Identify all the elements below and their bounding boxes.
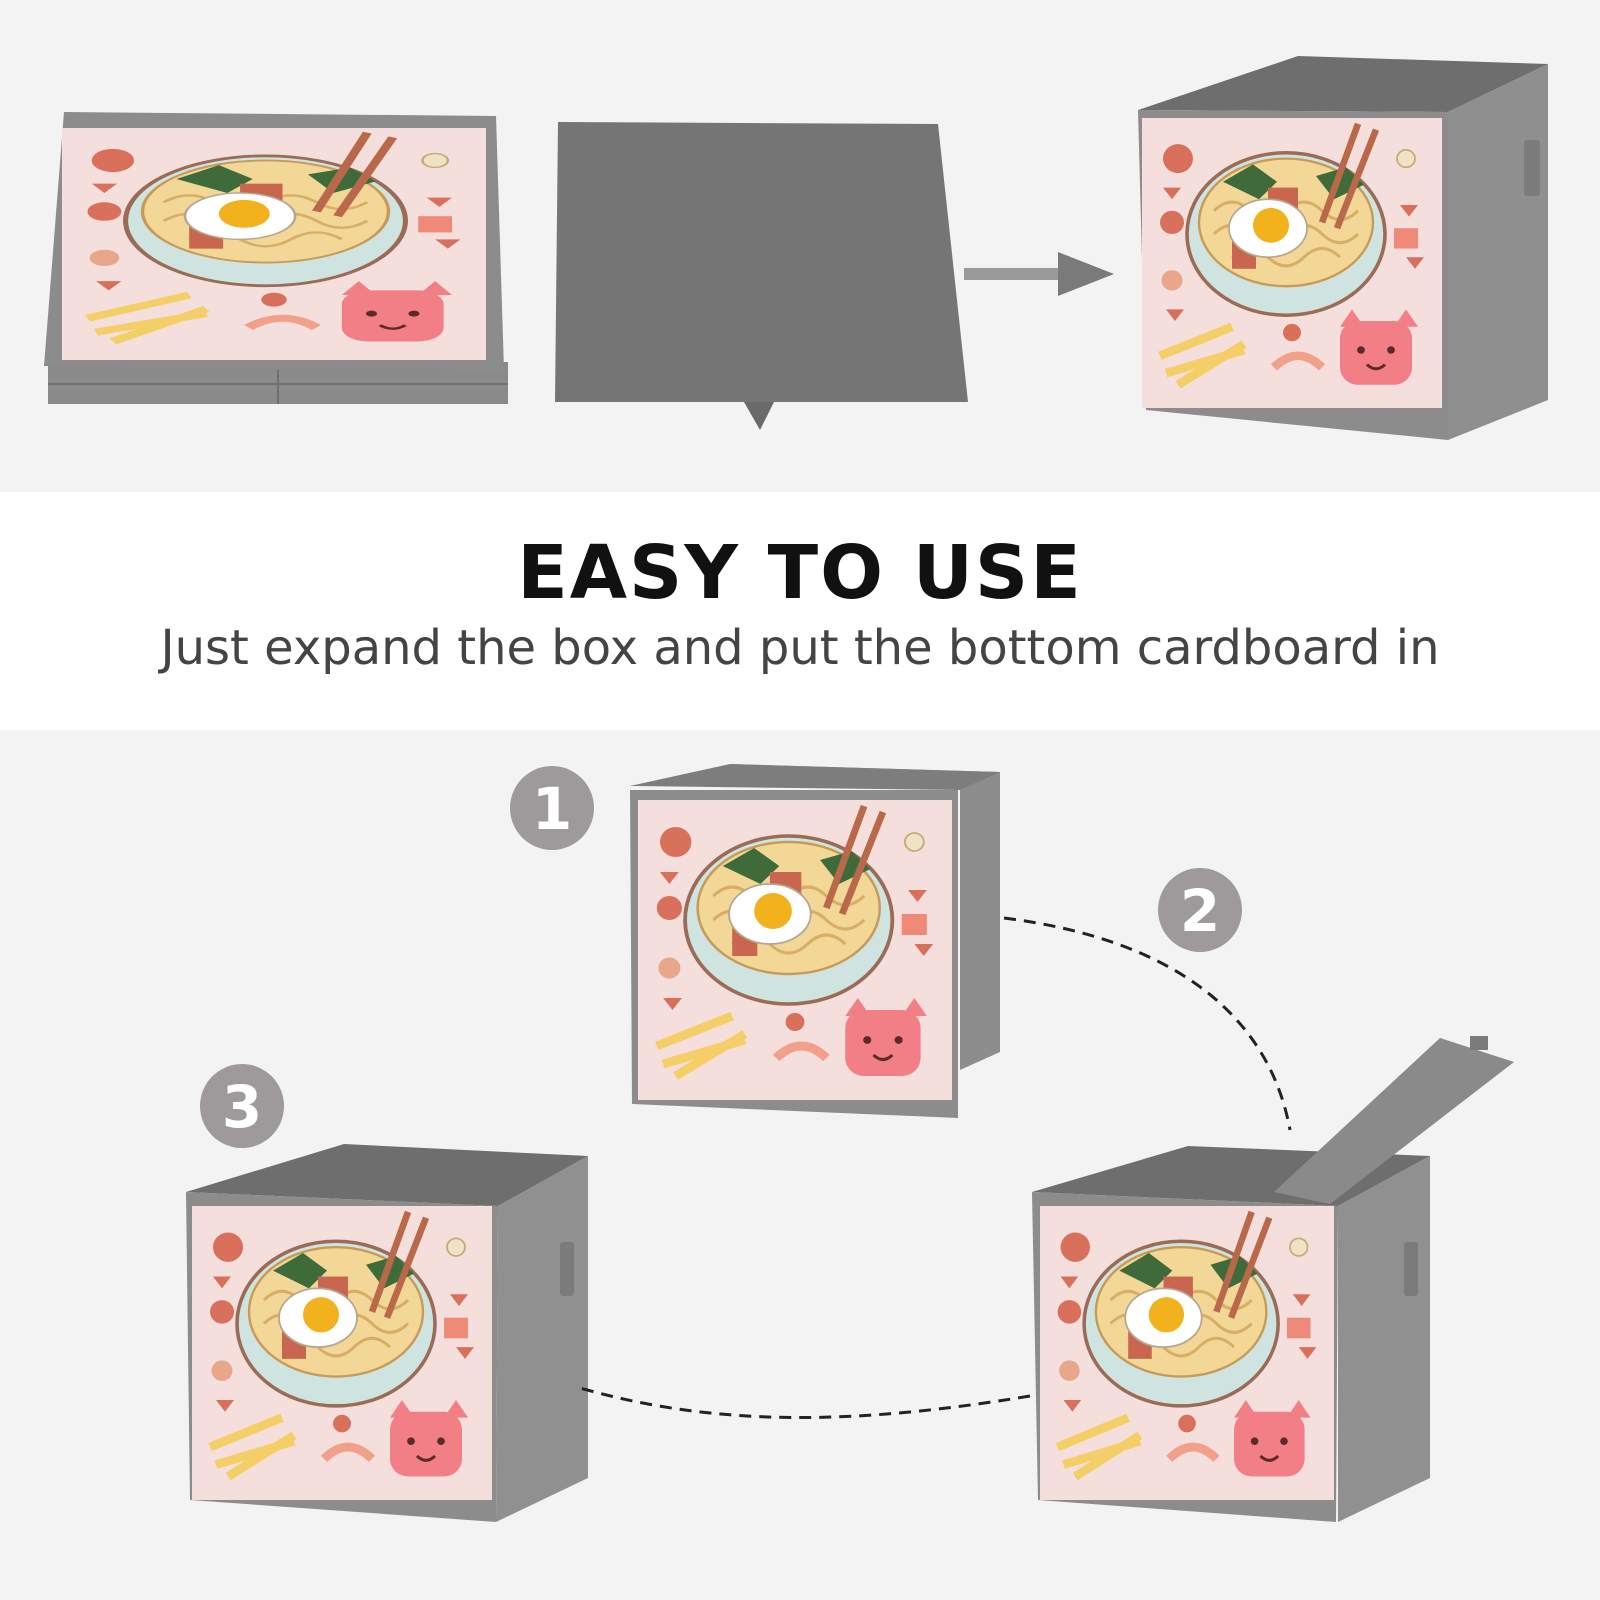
folded-box xyxy=(44,112,508,404)
step-3-box xyxy=(186,1144,588,1522)
step-1-badge: 1 xyxy=(510,766,594,850)
assembled-box xyxy=(1138,56,1548,440)
bottom-cardboard xyxy=(555,122,968,430)
caption-band xyxy=(0,492,1600,730)
step-2-badge: 2 xyxy=(1158,868,1242,952)
subline: Just expand the box and put the bottom c… xyxy=(160,620,1440,676)
headline: EASY TO USE xyxy=(517,530,1083,616)
step-3-number: 3 xyxy=(222,1073,262,1141)
dashed-connector-1-2 xyxy=(1003,916,1292,1131)
step-1-number: 1 xyxy=(532,775,572,843)
step-2-number: 2 xyxy=(1180,877,1220,945)
dashed-connector-2-3 xyxy=(579,1386,1031,1419)
step-1-box xyxy=(630,764,1000,1118)
arrow-right-icon xyxy=(964,252,1114,296)
step-2-box xyxy=(1032,1036,1514,1522)
step-3-badge: 3 xyxy=(200,1064,284,1148)
